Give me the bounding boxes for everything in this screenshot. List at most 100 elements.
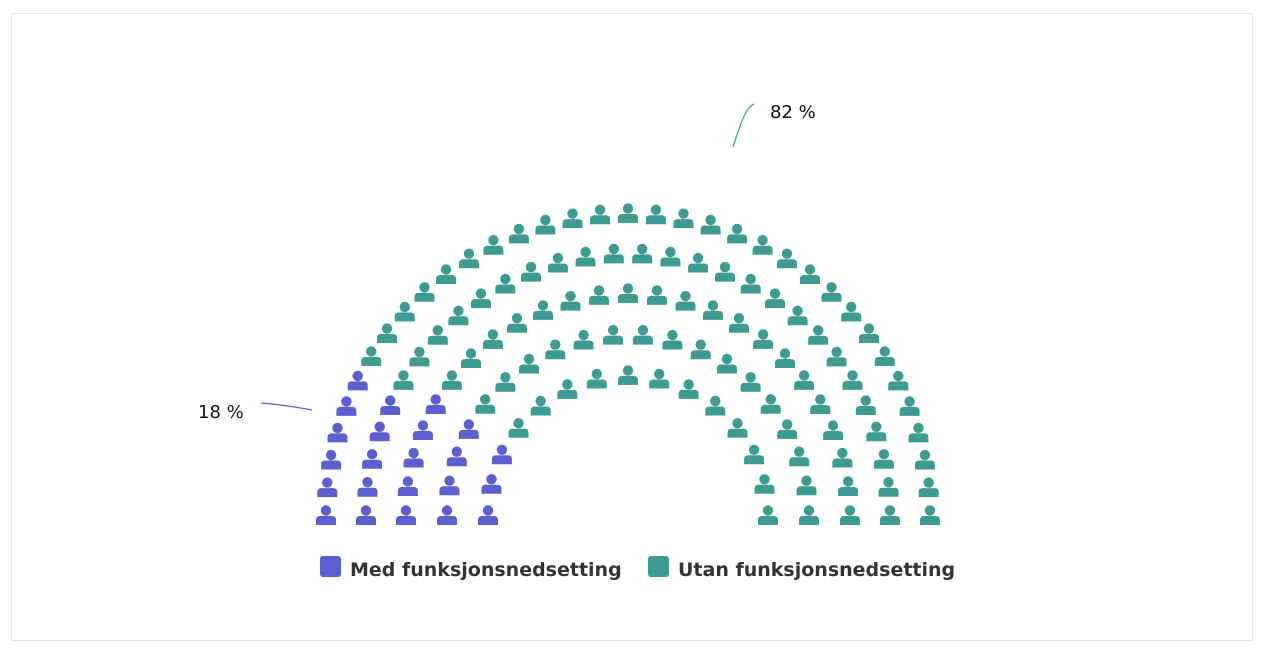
person-icon — [403, 447, 424, 468]
person-icon — [482, 329, 503, 349]
person-icon — [826, 346, 847, 367]
person-icon — [662, 329, 683, 350]
person-icon — [336, 396, 357, 416]
person-icon — [521, 261, 541, 282]
data-label-group: 18 % 82 % — [198, 102, 816, 423]
person-icon — [840, 505, 860, 525]
person-icon — [727, 223, 748, 244]
person-icon — [645, 204, 666, 225]
person-icon — [535, 214, 556, 235]
person-icon — [321, 449, 342, 470]
person-icon — [873, 449, 894, 469]
person-icon — [557, 379, 578, 399]
person-icon — [471, 288, 491, 309]
person-icon — [838, 476, 859, 496]
person-icon — [362, 449, 383, 469]
person-icon — [753, 329, 774, 349]
person-icon — [859, 323, 879, 343]
person-icon — [361, 346, 382, 366]
person-icon — [560, 290, 581, 311]
person-icon — [377, 323, 397, 343]
data-label-1: 82 % — [770, 102, 816, 123]
person-icon — [796, 475, 817, 496]
person-icon — [715, 261, 735, 282]
person-icon — [649, 368, 670, 389]
person-icon — [461, 348, 481, 368]
person-icon — [357, 477, 378, 497]
person-icon — [908, 422, 929, 443]
person-icon — [777, 419, 798, 439]
person-icon — [409, 346, 430, 367]
person-icon — [495, 372, 516, 392]
person-icon — [717, 353, 737, 374]
person-icon — [647, 285, 667, 305]
person-icon — [678, 379, 699, 399]
person-icon — [855, 395, 876, 415]
person-icon — [369, 421, 390, 442]
person-icon — [729, 313, 749, 333]
item-group — [316, 203, 940, 525]
person-icon — [589, 285, 609, 305]
person-icon — [777, 248, 797, 269]
person-icon — [688, 252, 709, 273]
person-icon — [508, 418, 529, 438]
person-icon — [508, 223, 529, 244]
person-icon — [752, 235, 773, 255]
person-icon — [425, 394, 446, 414]
person-icon — [799, 505, 819, 525]
legend-item-0[interactable]: Med funksjonsnedsetting — [320, 556, 622, 581]
person-icon — [878, 477, 899, 497]
legend: Med funksjonsnedsetting Utan funksjonsne… — [320, 556, 955, 581]
person-icon — [842, 370, 863, 390]
person-icon — [823, 420, 844, 440]
person-icon — [794, 370, 815, 390]
person-icon — [810, 394, 831, 414]
person-icon — [317, 477, 338, 498]
person-icon — [703, 300, 723, 320]
person-icon — [441, 370, 462, 390]
person-icon — [590, 204, 611, 225]
person-icon — [507, 313, 527, 333]
person-icon — [533, 300, 553, 320]
person-icon — [495, 273, 516, 294]
person-icon — [396, 505, 416, 525]
person-icon — [920, 505, 940, 525]
person-icon — [775, 348, 795, 368]
person-icon — [437, 505, 457, 525]
person-icon — [632, 243, 653, 264]
person-icon — [758, 505, 778, 525]
person-icon — [673, 208, 694, 229]
person-icon — [573, 329, 594, 350]
person-icon — [519, 353, 539, 374]
person-icon — [832, 447, 853, 468]
person-icon — [808, 325, 829, 345]
person-icon — [446, 446, 467, 467]
person-icon — [632, 324, 653, 345]
person-icon — [327, 422, 348, 443]
person-icon — [414, 282, 435, 302]
legend-label-1: Utan funksjonsnedsetting — [678, 559, 955, 581]
person-icon — [575, 246, 596, 267]
person-icon — [874, 346, 895, 366]
legend-swatch-1 — [648, 556, 669, 577]
person-icon — [705, 395, 726, 416]
person-icon — [821, 282, 842, 302]
person-icon — [347, 370, 368, 391]
person-icon — [740, 372, 761, 392]
person-icon — [562, 208, 583, 229]
person-icon — [393, 370, 414, 390]
person-icon — [918, 477, 939, 498]
person-icon — [483, 235, 504, 255]
legend-item-1[interactable]: Utan funksjonsnedsetting — [648, 556, 955, 581]
person-icon — [660, 246, 681, 267]
person-icon — [459, 248, 479, 269]
person-icon — [675, 290, 696, 311]
person-icon — [754, 474, 775, 494]
person-icon — [800, 264, 820, 284]
person-icon — [439, 475, 460, 496]
person-icon — [765, 288, 785, 309]
data-label-connector-1 — [732, 103, 755, 148]
person-icon — [427, 325, 448, 345]
person-icon — [397, 476, 418, 496]
